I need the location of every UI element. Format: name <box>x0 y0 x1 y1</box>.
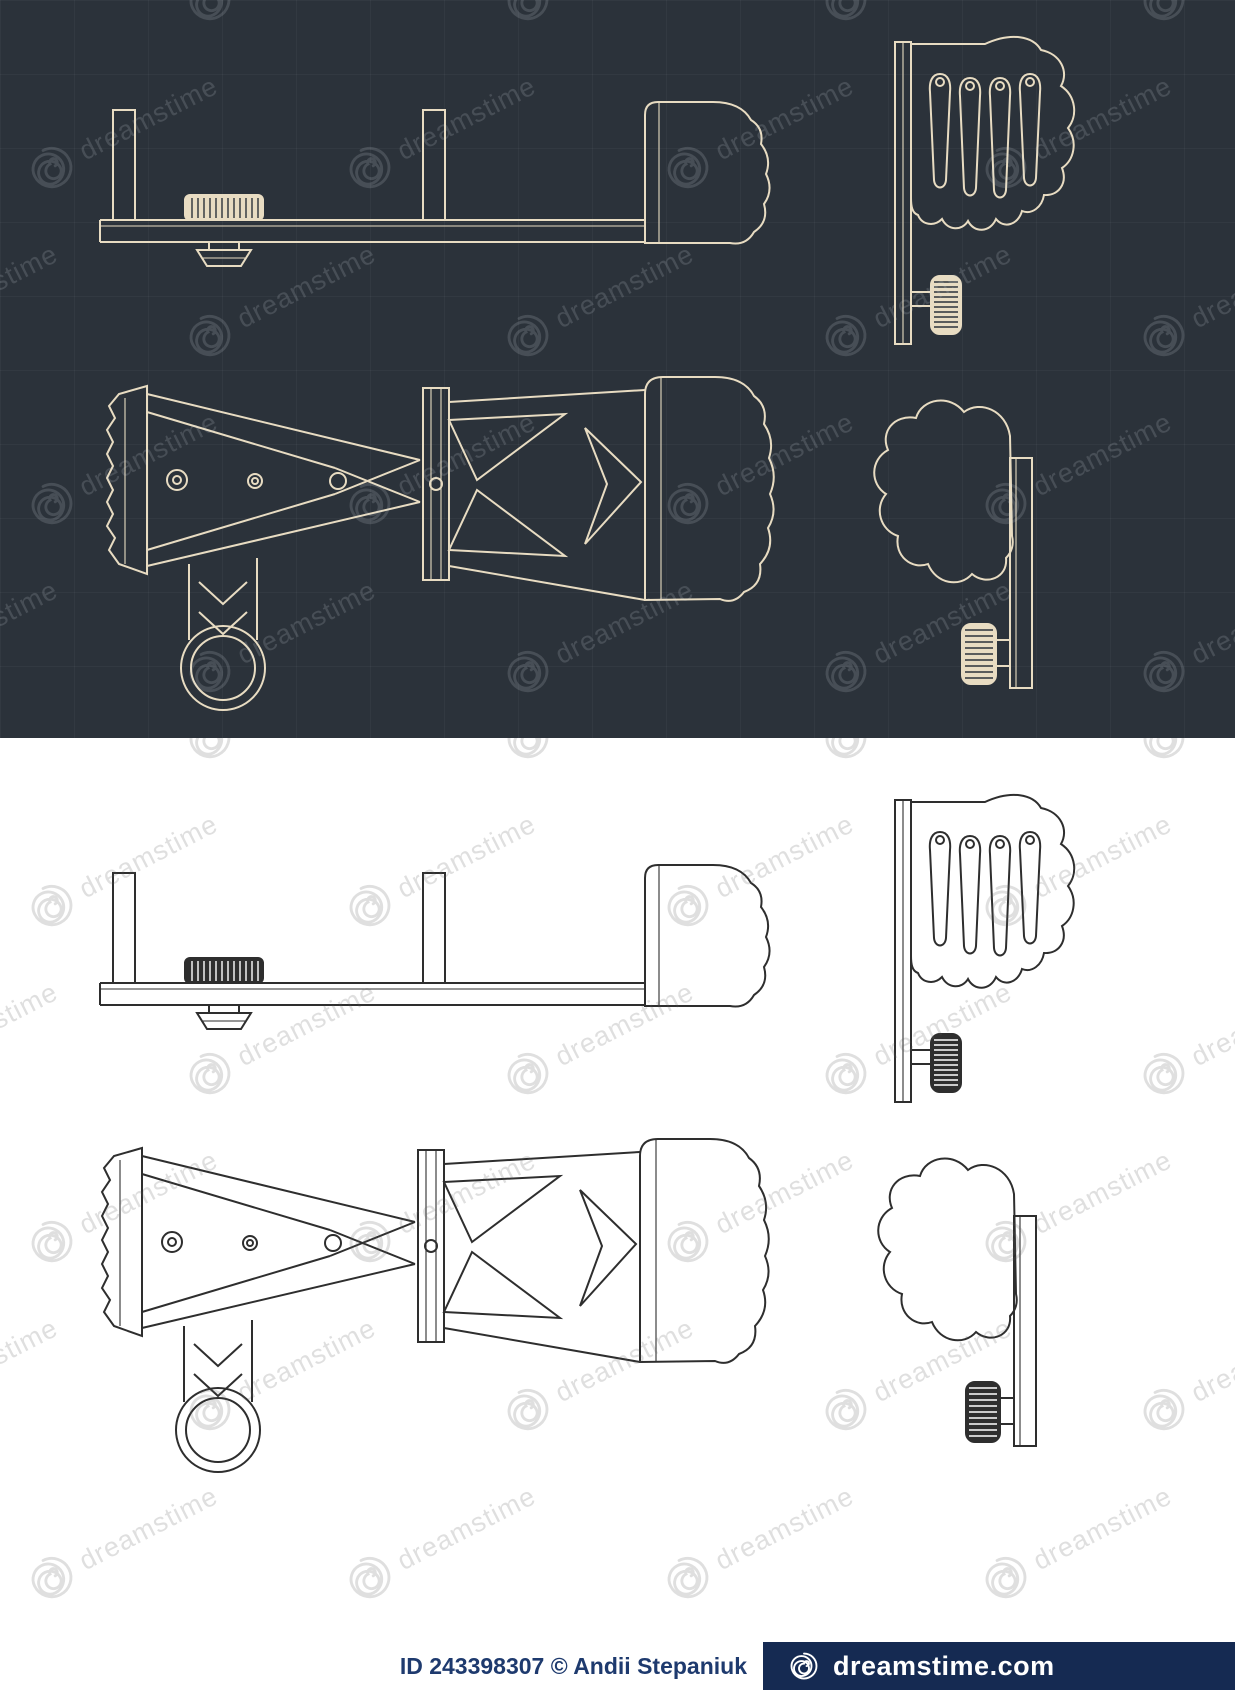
dreamstime-spiral-icon <box>815 1043 877 1105</box>
rail-side-view-drawing-dark <box>85 95 795 295</box>
dreamstime-spiral-icon <box>497 738 559 768</box>
blueprint-dark-section: dreamstime dreamstime dreamstime dreamstime… <box>0 0 1235 738</box>
watermark-text: dreamstime <box>1186 574 1235 670</box>
blueprint-light-section: dreamstime dreamstime dreamstime dreamstime… <box>0 738 1235 1642</box>
watermark-text: dreamstime <box>392 1480 541 1576</box>
watermark: dreamstime <box>497 738 702 768</box>
truss-top-view-drawing-light <box>80 1130 790 1480</box>
dreamstime-spiral-icon <box>21 1547 83 1609</box>
watermark: dreamstime <box>1133 0 1235 30</box>
brand-text: dreamstime.com <box>833 1650 1055 1681</box>
dreamstime-spiral-icon <box>179 738 241 768</box>
watermark: dreamstime <box>1133 738 1235 768</box>
dreamstime-brand-box: dreamstime.com <box>763 1642 1235 1690</box>
dreamstime-spiral-icon <box>1133 641 1195 703</box>
watermark-text: dreamstime <box>1186 238 1235 334</box>
watermark-text: dreamstime <box>1186 976 1235 1072</box>
watermark-text: dreamstime <box>0 1312 63 1408</box>
dreamstime-spiral-icon <box>21 875 83 937</box>
dreamstime-spiral-icon <box>1133 1379 1195 1441</box>
dreamstime-spiral-icon <box>339 1547 401 1609</box>
dreamstime-spiral-icon <box>1133 1043 1195 1105</box>
credit-bar: ID 243398307 © Andii Stepaniuk dreamstim… <box>0 1642 1235 1690</box>
watermark: dreamstime <box>1133 970 1235 1105</box>
dreamstime-spiral-icon <box>815 0 877 30</box>
watermark-text: dreamstime <box>0 976 63 1072</box>
watermark: dreamstime <box>21 1474 226 1609</box>
watermark: dreamstime <box>179 738 384 768</box>
truss-top-view-drawing-dark <box>85 368 795 718</box>
watermark: dreamstime <box>1133 232 1235 367</box>
watermark: dreamstime <box>0 970 66 1105</box>
watermark: dreamstime <box>0 232 66 367</box>
dreamstime-spiral-icon <box>815 305 877 367</box>
grip-profile-view-drawing-dark <box>868 372 1068 712</box>
dreamstime-spiral-icon <box>497 305 559 367</box>
dreamstime-spiral-icon <box>975 1547 1037 1609</box>
dreamstime-spiral-icon <box>179 0 241 30</box>
dreamstime-spiral-icon <box>21 473 83 535</box>
watermark: dreamstime <box>0 0 66 30</box>
dreamstime-spiral-icon <box>21 137 83 199</box>
watermark: dreamstime <box>975 1474 1180 1609</box>
dreamstime-spiral-icon <box>21 1211 83 1273</box>
dreamstime-spiral-icon <box>815 738 877 768</box>
image-credit: ID 243398307 © Andii Stepaniuk <box>399 1652 747 1679</box>
grip-front-view-drawing-light <box>885 788 1085 1128</box>
watermark: dreamstime <box>1133 568 1235 703</box>
dreamstime-spiral-icon <box>1133 738 1195 768</box>
watermark: dreamstime <box>497 0 702 30</box>
dreamstime-spiral-icon <box>497 0 559 30</box>
watermark: dreamstime <box>0 738 66 768</box>
dreamstime-spiral-icon <box>1133 0 1195 30</box>
watermark-text: dreamstime <box>710 1480 859 1576</box>
watermark: dreamstime <box>657 1474 862 1609</box>
watermark: dreamstime <box>815 0 1020 30</box>
watermark: dreamstime <box>339 1474 544 1609</box>
grip-profile-view-drawing-light <box>872 1130 1072 1470</box>
watermark: dreamstime <box>815 738 1020 768</box>
dreamstime-logo-icon <box>789 1651 819 1681</box>
watermark-text: dreamstime <box>1186 1312 1235 1408</box>
watermark: dreamstime <box>179 0 384 30</box>
watermark-text: dreamstime <box>1028 1480 1177 1576</box>
grip-front-view-drawing-dark <box>885 30 1085 370</box>
watermark-text: dreamstime <box>74 1480 223 1576</box>
watermark-text: dreamstime <box>0 574 63 670</box>
rail-side-view-drawing-light <box>85 858 795 1058</box>
dreamstime-spiral-icon <box>179 305 241 367</box>
dreamstime-spiral-icon <box>657 1547 719 1609</box>
dreamstime-spiral-icon <box>815 1379 877 1441</box>
watermark: dreamstime <box>0 568 66 703</box>
dreamstime-spiral-icon <box>1133 305 1195 367</box>
watermark: dreamstime <box>0 1306 66 1441</box>
watermark: dreamstime <box>1133 1306 1235 1441</box>
watermark-text: dreamstime <box>0 238 63 334</box>
